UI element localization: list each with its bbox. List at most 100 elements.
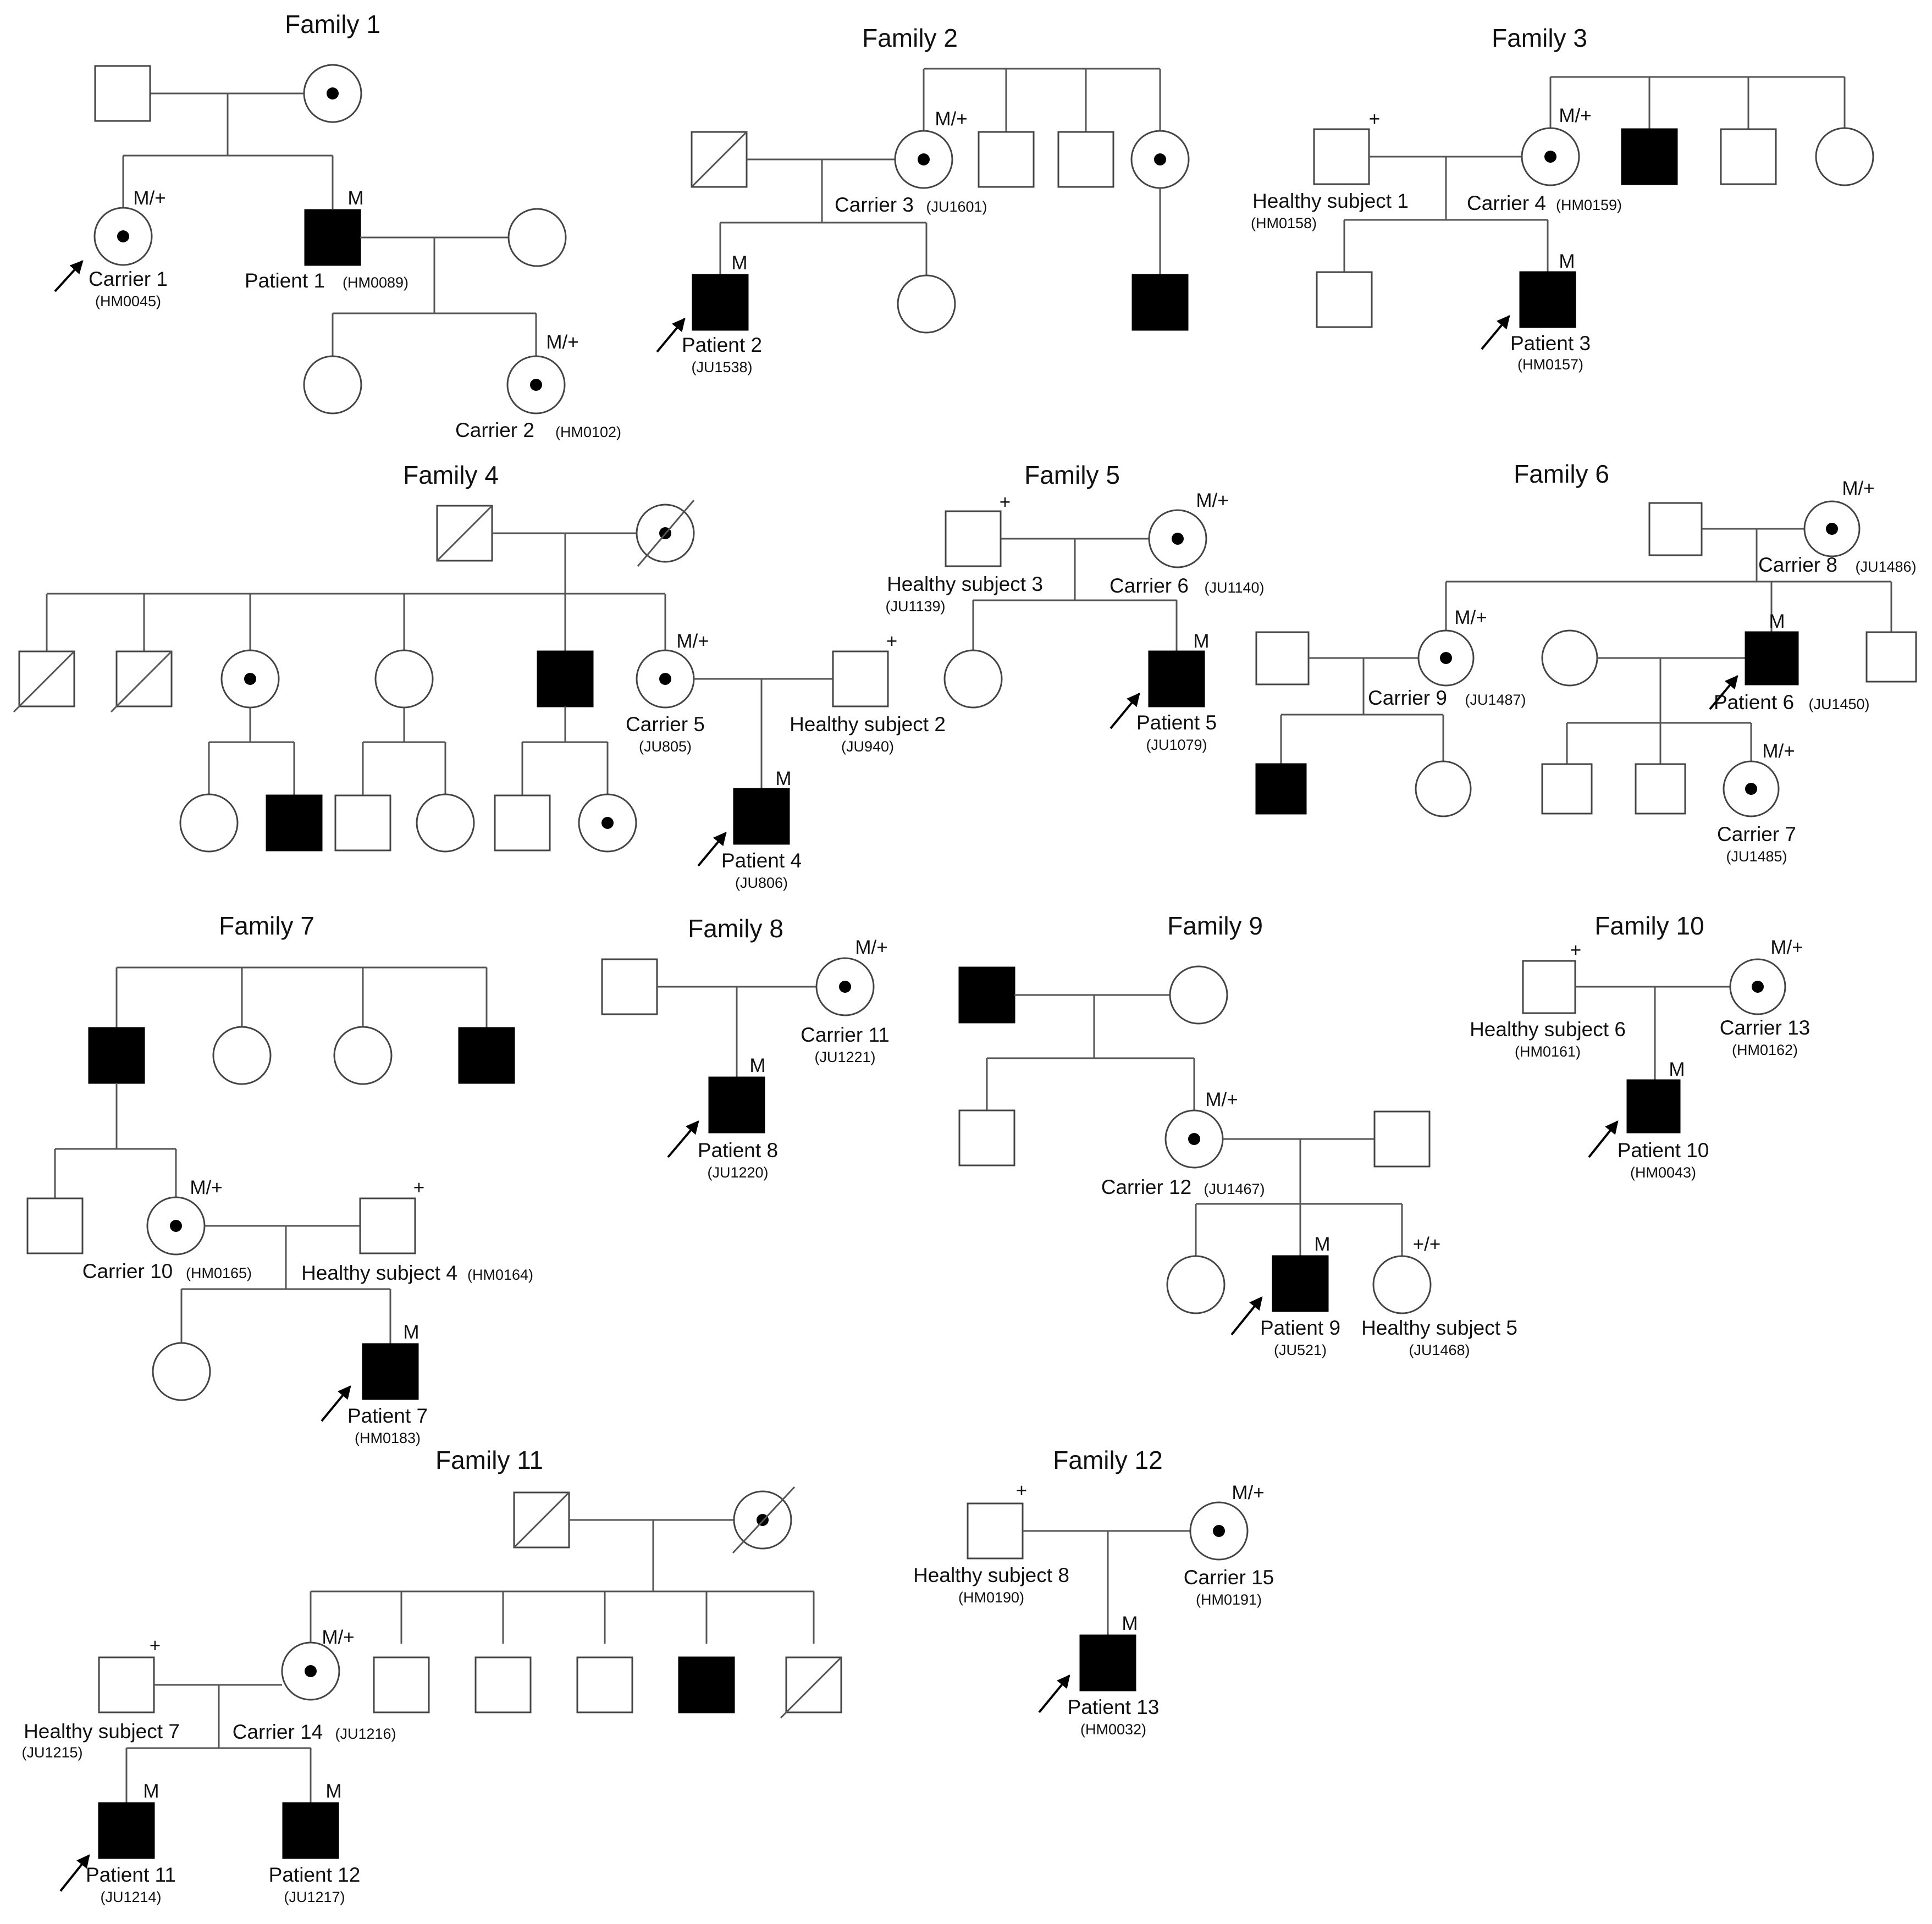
family-title: Family 8 (688, 914, 783, 943)
member-name: Patient 1 (245, 269, 325, 292)
family-7: Family 7 M/+ Carrier 10 (HM0165) + Healt… (26, 911, 533, 1446)
member-id: (JU940) (841, 738, 894, 755)
member-name: Carrier 6 (1109, 574, 1189, 597)
member-name: Healthy subject 5 (1361, 1317, 1517, 1339)
genotype-label: M (1193, 631, 1209, 652)
member-id: (JU1216) (335, 1726, 396, 1742)
uncle-node (1057, 131, 1114, 188)
proband-arrow (697, 832, 727, 867)
uncle-node (1865, 631, 1917, 683)
genotype-label: + (1570, 939, 1581, 961)
daughter-node (303, 355, 362, 414)
family-title: Family 4 (403, 461, 499, 489)
member-name: Healthy subject 3 (887, 573, 1043, 595)
affected-cousin-node (1131, 274, 1189, 331)
proband-arrow (1109, 693, 1140, 729)
member-id: (JU1217) (284, 1889, 345, 1905)
affected-brother-node (1621, 128, 1678, 185)
genotype-label: M/+ (676, 631, 709, 652)
daughter-node (374, 649, 434, 709)
patient-7-node (362, 1343, 419, 1400)
affected-grandson-node (266, 794, 323, 852)
patient-9-node (1272, 1255, 1329, 1312)
member-name: Carrier 10 (82, 1260, 173, 1282)
healthy-subject-8-node (967, 1502, 1024, 1560)
son-node (1541, 763, 1593, 815)
member-id: (JU806) (735, 875, 788, 891)
daughter-node (152, 1342, 211, 1401)
patient-8-node (708, 1076, 765, 1134)
patient-12-node (282, 1802, 339, 1859)
member-id: (HM0045) (95, 293, 161, 309)
member-name: Carrier 8 (1758, 554, 1837, 576)
member-name: Patient 5 (1136, 711, 1217, 734)
genotype-label: M/+ (935, 108, 967, 130)
genotype-label: M/+ (1232, 1482, 1264, 1503)
genotype-label: M/+ (855, 937, 887, 958)
healthy-subject-7-node (98, 1656, 155, 1713)
healthy-subject-3-node (945, 510, 1002, 567)
daughter-node (1166, 1255, 1226, 1314)
daughter-node (333, 1026, 393, 1085)
son-node (1635, 763, 1686, 815)
patient-11-node (98, 1802, 155, 1859)
member-name: Patient 8 (698, 1139, 778, 1162)
genotype-label: M (775, 768, 791, 789)
member-id: (HM0161) (1515, 1043, 1581, 1060)
member-name: Carrier 5 (626, 713, 705, 736)
daughter-node (212, 1026, 272, 1085)
grandfather-node (1648, 502, 1703, 556)
son-node (26, 1197, 84, 1254)
member-name: Patient 10 (1618, 1139, 1709, 1162)
member-id: (JU1467) (1204, 1181, 1265, 1197)
patient-1-node (304, 209, 361, 266)
genotype-label: M/+ (1454, 607, 1487, 628)
member-id: (HM0190) (958, 1589, 1024, 1606)
brother-node (1720, 128, 1777, 185)
family-2: Family 2 M/+ Carrier 3 (JU1601) M Patien… (656, 24, 1190, 375)
member-id: (HM0158) (1251, 215, 1317, 231)
spouse-node (507, 208, 567, 267)
member-name: Healthy subject 7 (24, 1720, 180, 1743)
genotype-label: M (731, 252, 747, 274)
member-id: (HM0164) (467, 1267, 533, 1283)
grandson-node (494, 794, 551, 852)
family-title: Family 11 (435, 1446, 543, 1474)
member-id: (JU1485) (1726, 848, 1787, 865)
proband-arrow (1230, 1296, 1263, 1336)
member-id: (JU1601) (926, 198, 987, 215)
family-title: Family 1 (285, 10, 380, 38)
proband-arrow (656, 318, 686, 353)
member-id: (JU1538) (691, 359, 752, 375)
family-title: Family 3 (1492, 24, 1587, 52)
family-title: Family 12 (1053, 1446, 1162, 1474)
member-name: Carrier 9 (1368, 687, 1447, 709)
son-node (373, 1656, 430, 1713)
genotype-label: + (1369, 108, 1380, 130)
member-name: Carrier 2 (455, 419, 534, 441)
genotype-label: M/+ (1762, 740, 1795, 762)
genotype-label: + (1000, 491, 1011, 513)
patient-13-node (1079, 1634, 1136, 1691)
family-title: Family 6 (1514, 460, 1609, 488)
member-id: (JU1139) (885, 598, 945, 615)
healthy-subject-4-node (359, 1197, 416, 1254)
patient-3-node (1519, 271, 1576, 328)
family-9: Family 9 M/+ Carrier 12 (JU1467) M Patie… (958, 911, 1517, 1358)
member-name: Patient 2 (682, 334, 762, 356)
proband-arrow (54, 260, 84, 292)
genotype-label: M (1669, 1059, 1685, 1080)
family-11: Family 11 + Healthy subject 7 (JU1215) M… (21, 1446, 842, 1905)
daughter-node (943, 649, 1003, 709)
patient-10-node (1626, 1079, 1681, 1134)
member-id: (HM0043) (1630, 1164, 1696, 1181)
member-name: Carrier 1 (89, 268, 168, 290)
family-title: Family 2 (862, 24, 958, 52)
grandfather-affected-node (958, 966, 1015, 1024)
family-title: Family 5 (1024, 461, 1120, 489)
uncle-node (978, 131, 1035, 188)
daughter-node (1415, 760, 1472, 817)
genotype-label: M/+ (1842, 478, 1874, 499)
member-id: (HM0157) (1517, 356, 1583, 373)
